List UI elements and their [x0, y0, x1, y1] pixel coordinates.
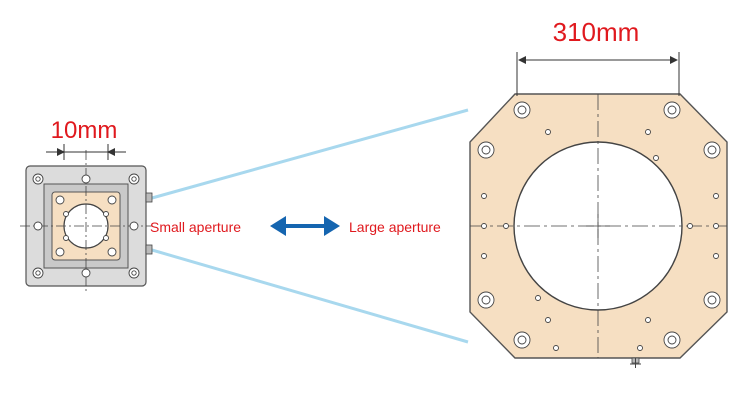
large-dimension-line — [516, 52, 680, 96]
small-aperture-label: Small aperture — [150, 219, 241, 235]
small-dimension-label: 10mm — [51, 117, 118, 144]
projection-line-bottom — [151, 248, 469, 344]
large-device-screw-holes — [481, 129, 719, 351]
small-dimension-line — [46, 144, 126, 160]
double-headed-arrow-icon — [270, 216, 340, 236]
small-aperture-device — [20, 144, 153, 294]
projection-line-top — [151, 108, 469, 200]
large-device-connector — [630, 357, 641, 368]
projection-lines — [151, 108, 469, 344]
small-device-corner-screws — [32, 173, 140, 279]
small-device-connectors — [145, 192, 153, 255]
large-aperture-device — [469, 52, 728, 368]
large-device-mount-holes — [477, 101, 721, 349]
small-device-plate-screws — [55, 195, 117, 257]
large-aperture-label: Large aperture — [349, 219, 441, 235]
large-dimension-label: 310mm — [553, 17, 640, 47]
